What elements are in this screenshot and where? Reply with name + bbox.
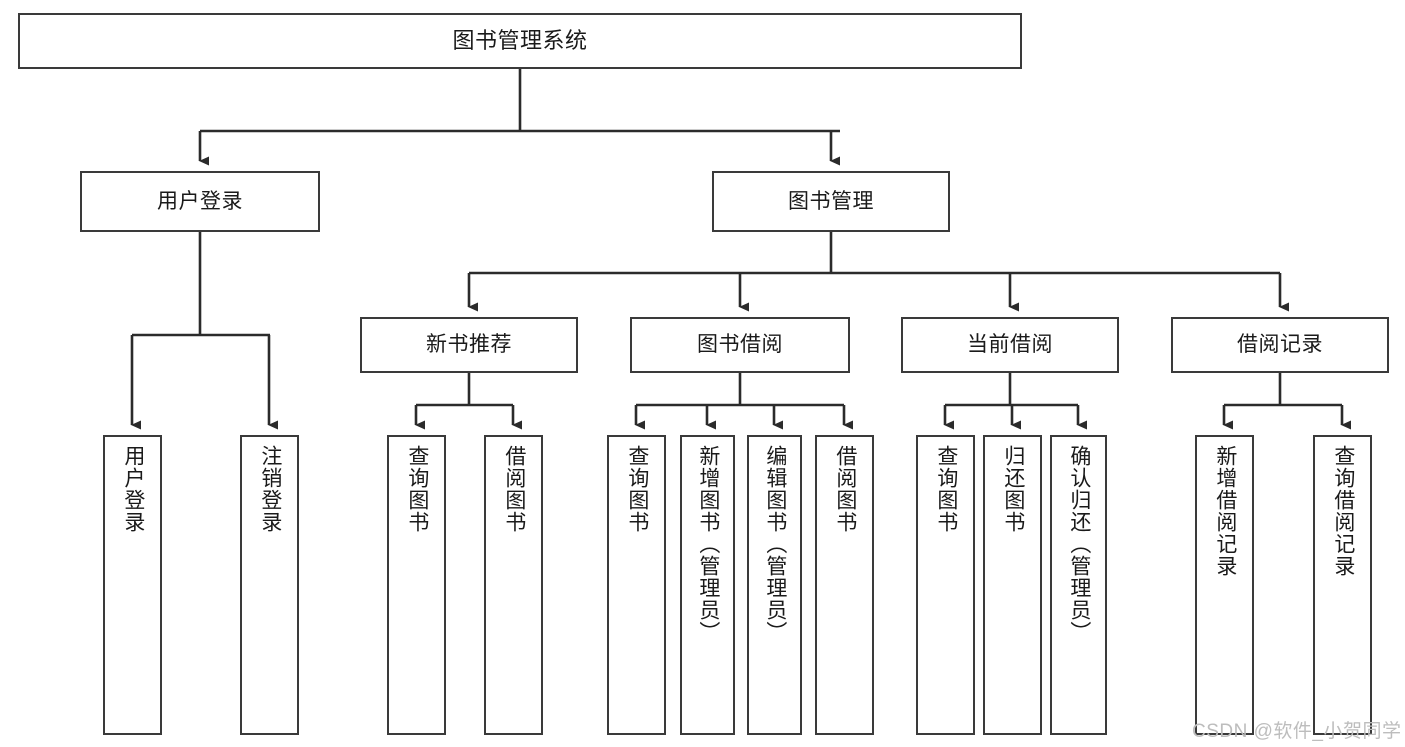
node-new-book-recommend[interactable]: 新书推荐 — [360, 317, 578, 373]
node-leaf-edit-book-label: 编辑图书（管理员） — [763, 445, 787, 643]
node-leaf-return-book[interactable]: 归还图书 — [983, 435, 1042, 735]
node-leaf-user-login-label: 用户登录 — [121, 445, 145, 533]
node-current-borrow[interactable]: 当前借阅 — [901, 317, 1119, 373]
node-root-label: 图书管理系统 — [452, 27, 588, 53]
node-book-manage[interactable]: 图书管理 — [712, 171, 950, 232]
node-leaf-borrow-book-b[interactable]: 借阅图书 — [815, 435, 874, 735]
node-leaf-query-book-c-label: 查询图书 — [934, 445, 958, 533]
node-leaf-query-book-a[interactable]: 查询图书 — [387, 435, 446, 735]
node-user-login-label: 用户登录 — [157, 189, 243, 213]
node-book-borrow-label: 图书借阅 — [697, 333, 783, 357]
node-borrow-record-label: 借阅记录 — [1237, 333, 1323, 357]
node-borrow-record[interactable]: 借阅记录 — [1171, 317, 1389, 373]
node-leaf-query-book-b[interactable]: 查询图书 — [607, 435, 666, 735]
node-leaf-confirm-return-label: 确认归还（管理员） — [1067, 445, 1091, 643]
node-leaf-borrow-book-a-label: 借阅图书 — [502, 445, 526, 533]
node-root[interactable]: 图书管理系统 — [18, 13, 1022, 69]
node-leaf-query-book-b-label: 查询图书 — [625, 445, 649, 533]
node-leaf-logout[interactable]: 注销登录 — [240, 435, 299, 735]
node-leaf-query-book-a-label: 查询图书 — [405, 445, 429, 533]
node-leaf-add-book-label: 新增图书（管理员） — [696, 445, 720, 643]
node-book-manage-label: 图书管理 — [788, 189, 874, 213]
node-leaf-return-book-label: 归还图书 — [1001, 445, 1025, 533]
node-current-borrow-label: 当前借阅 — [967, 333, 1053, 357]
node-leaf-logout-label: 注销登录 — [258, 445, 282, 533]
node-leaf-query-book-c[interactable]: 查询图书 — [916, 435, 975, 735]
node-leaf-add-record-label: 新增借阅记录 — [1213, 445, 1237, 577]
node-book-borrow[interactable]: 图书借阅 — [630, 317, 850, 373]
node-leaf-add-record[interactable]: 新增借阅记录 — [1195, 435, 1254, 735]
node-leaf-query-record[interactable]: 查询借阅记录 — [1313, 435, 1372, 735]
node-leaf-query-record-label: 查询借阅记录 — [1331, 445, 1355, 577]
node-leaf-add-book[interactable]: 新增图书（管理员） — [680, 435, 735, 735]
node-leaf-edit-book[interactable]: 编辑图书（管理员） — [747, 435, 802, 735]
node-new-book-recommend-label: 新书推荐 — [426, 333, 512, 357]
node-user-login[interactable]: 用户登录 — [80, 171, 320, 232]
node-leaf-user-login[interactable]: 用户登录 — [103, 435, 162, 735]
node-leaf-borrow-book-b-label: 借阅图书 — [833, 445, 857, 533]
node-leaf-confirm-return[interactable]: 确认归还（管理员） — [1050, 435, 1107, 735]
node-leaf-borrow-book-a[interactable]: 借阅图书 — [484, 435, 543, 735]
